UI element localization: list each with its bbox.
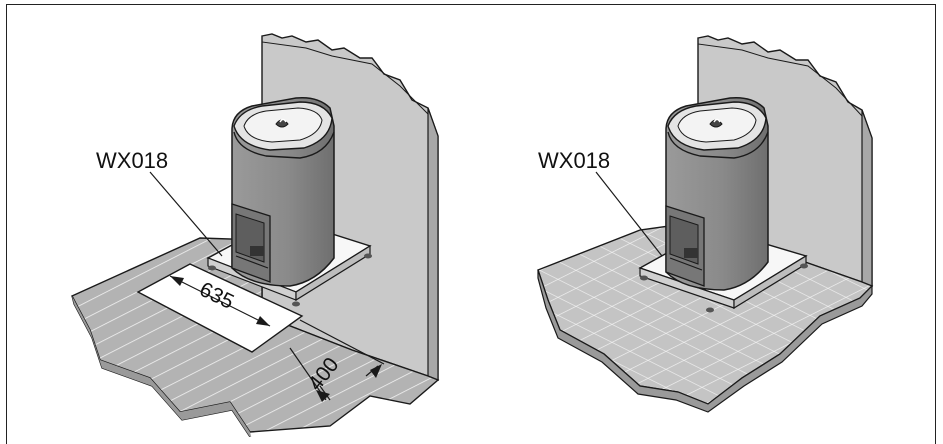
stove-right [665, 96, 769, 291]
leader-line [149, 171, 223, 257]
leader-line-right [595, 171, 663, 257]
figure-frame [6, 4, 936, 444]
part-label: WX018 [96, 148, 168, 173]
left-figure: WX018 635 400 [71, 33, 440, 437]
part-label-right: WX018 [538, 148, 610, 173]
stove [231, 96, 335, 287]
right-figure: WX018 [537, 35, 874, 413]
floor-protection-plate [136, 263, 304, 353]
